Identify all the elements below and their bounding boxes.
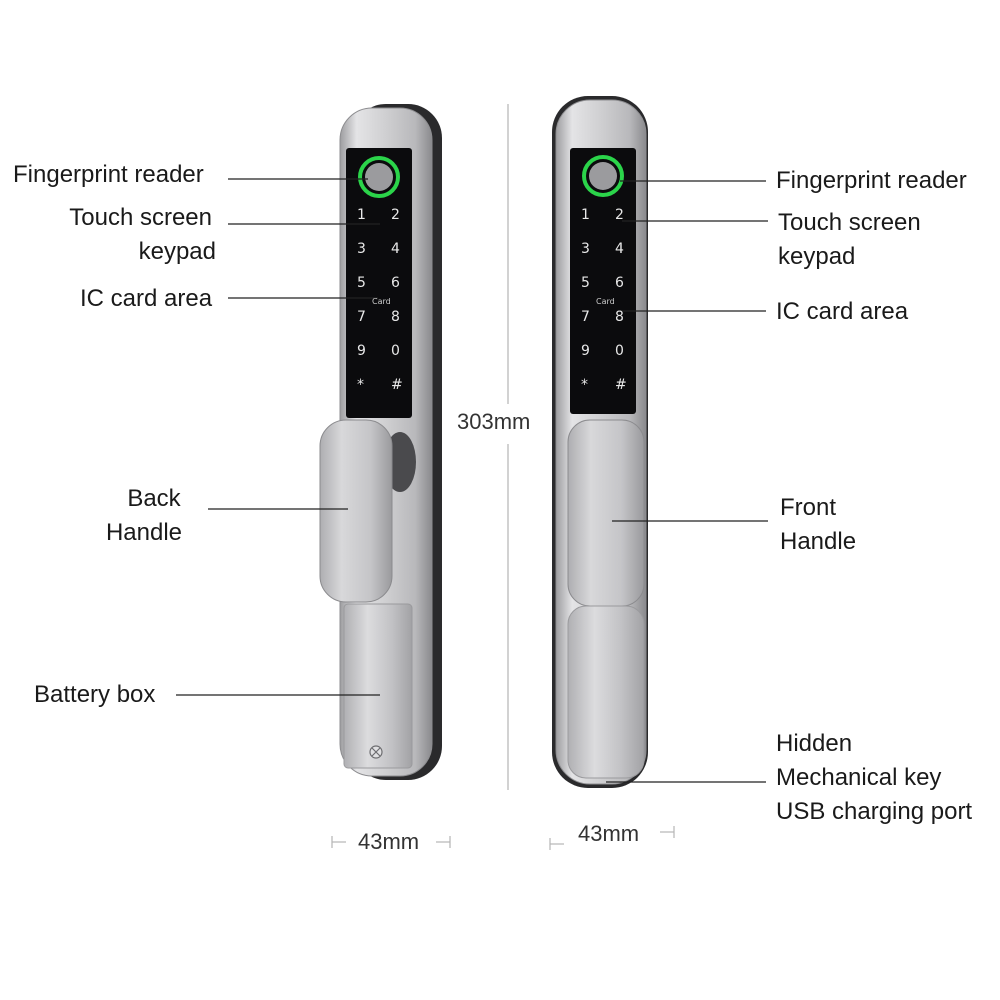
back-key-star[interactable]: * bbox=[357, 377, 364, 393]
front-fingerprint-ring bbox=[582, 155, 624, 197]
label-ic-left: IC card area bbox=[80, 285, 213, 312]
label-back-1: Back bbox=[127, 485, 181, 512]
label-fingerprint-right: Fingerprint reader bbox=[776, 167, 967, 194]
back-key-3[interactable]: 3 bbox=[357, 241, 366, 257]
dimension-height: 303mm bbox=[457, 409, 531, 434]
dimension-width-back: 43mm bbox=[358, 829, 420, 854]
front-key-star[interactable]: * bbox=[581, 377, 588, 393]
back-fingerprint-ring bbox=[358, 156, 400, 198]
back-card-mark: Card bbox=[372, 297, 391, 306]
front-key-1[interactable]: 1 bbox=[581, 207, 590, 223]
front-key-6[interactable]: 6 bbox=[615, 275, 624, 291]
back-keypad-panel bbox=[346, 148, 412, 418]
front-key-9[interactable]: 9 bbox=[581, 343, 590, 359]
front-keypad-panel bbox=[570, 148, 636, 414]
back-fingerprint-sensor bbox=[365, 163, 393, 191]
front-key-4[interactable]: 4 bbox=[615, 241, 624, 257]
back-key-7[interactable]: 7 bbox=[357, 309, 366, 325]
front-lock bbox=[552, 96, 648, 788]
front-key-8[interactable]: 8 bbox=[615, 309, 624, 325]
dimension-width-front: 43mm bbox=[578, 821, 640, 846]
back-key-8[interactable]: 8 bbox=[391, 309, 400, 325]
front-fingerprint-sensor bbox=[589, 162, 617, 190]
label-touch-left-2: keypad bbox=[138, 238, 216, 265]
left-leader-lines bbox=[176, 178, 380, 696]
front-handle bbox=[567, 419, 645, 607]
back-key-5[interactable]: 5 bbox=[357, 275, 366, 291]
front-key-hash[interactable]: # bbox=[615, 377, 627, 393]
back-key-0[interactable]: 0 bbox=[391, 343, 400, 359]
back-key-hash[interactable]: # bbox=[391, 377, 403, 393]
label-back-2: Handle bbox=[105, 519, 183, 546]
label-fingerprint-left: Fingerprint reader bbox=[13, 161, 204, 188]
label-hidden-1: Hidden bbox=[776, 730, 853, 757]
front-key-0[interactable]: 0 bbox=[615, 343, 624, 359]
back-key-2[interactable]: 2 bbox=[391, 207, 400, 223]
label-touch-right-2: keypad bbox=[778, 243, 856, 270]
label-battery: Battery box bbox=[34, 681, 156, 708]
label-front-2: Handle bbox=[780, 528, 857, 555]
front-key-7[interactable]: 7 bbox=[581, 309, 590, 325]
label-touch-left-1: Touch screen bbox=[69, 204, 212, 231]
label-front-1: Front bbox=[780, 494, 837, 521]
front-key-5[interactable]: 5 bbox=[581, 275, 590, 291]
label-hidden-3: USB charging port bbox=[776, 798, 973, 825]
back-handle bbox=[319, 419, 393, 603]
back-key-6[interactable]: 6 bbox=[391, 275, 400, 291]
right-leader-lines bbox=[606, 180, 768, 783]
dimension-lines bbox=[331, 104, 675, 850]
back-lock bbox=[319, 104, 442, 780]
front-lower-plate bbox=[567, 605, 645, 779]
label-ic-right: IC card area bbox=[776, 298, 909, 325]
label-hidden-2: Mechanical key bbox=[776, 764, 942, 791]
battery-box bbox=[343, 603, 413, 769]
screw-cross bbox=[371, 747, 381, 757]
front-key-2[interactable]: 2 bbox=[615, 207, 624, 223]
back-key-4[interactable]: 4 bbox=[391, 241, 400, 257]
back-key-9[interactable]: 9 bbox=[357, 343, 366, 359]
front-card-mark: Card bbox=[596, 297, 615, 306]
front-key-3[interactable]: 3 bbox=[581, 241, 590, 257]
back-key-1[interactable]: 1 bbox=[357, 207, 366, 223]
label-touch-right-1: Touch screen bbox=[778, 209, 921, 236]
